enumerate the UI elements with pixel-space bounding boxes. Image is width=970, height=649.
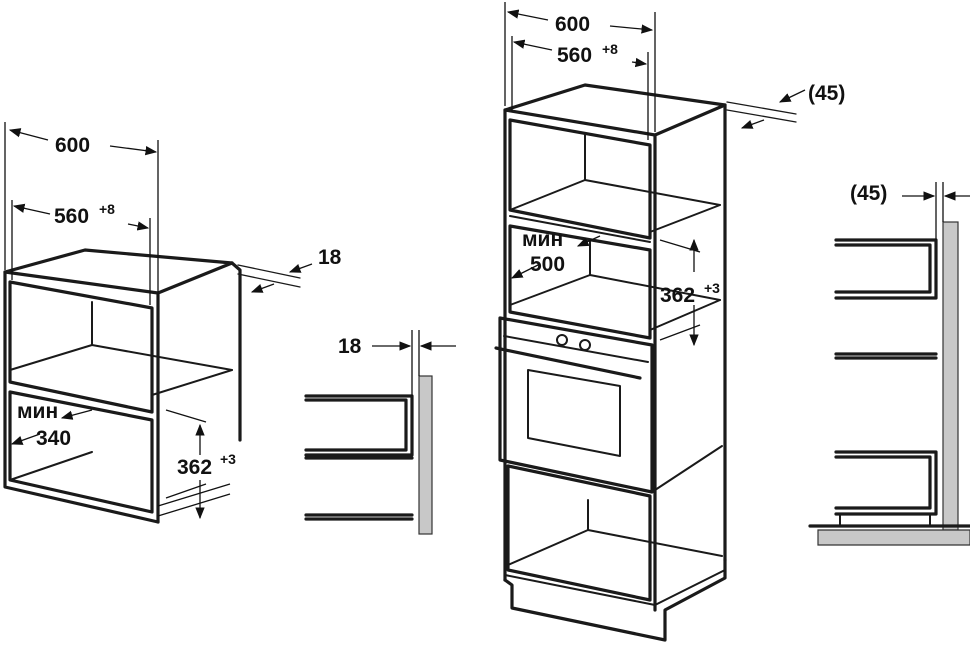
- left-inner-label: 560: [54, 205, 89, 228]
- left-height-label: 362: [177, 456, 212, 479]
- left-height-tolerance: +3: [220, 451, 236, 467]
- tall-inner-tolerance: +8: [602, 41, 618, 57]
- left-min-word: мин: [17, 400, 58, 423]
- left-min-depth: 340: [36, 427, 71, 450]
- left-width-label: 600: [55, 134, 90, 157]
- right-gap-label: (45): [850, 182, 887, 205]
- tall-inner-label: 560: [557, 44, 592, 67]
- tall-height-tolerance: +3: [704, 280, 720, 296]
- tall-cabinet: [494, 83, 797, 642]
- tall-gap-label: (45): [808, 82, 845, 105]
- tall-height-label: 362: [660, 284, 695, 307]
- left-inner-tolerance: +8: [99, 201, 115, 217]
- tall-dimensions: [504, 2, 806, 347]
- tall-width-label: 600: [555, 13, 590, 36]
- side-panel-label: 18: [338, 335, 362, 358]
- left-panel-label: 18: [318, 246, 342, 269]
- side-section: [304, 330, 456, 535]
- labels: 600 560 +8 18 мин 340 362 +3 18 600 560 …: [17, 13, 887, 479]
- left-cabinet: [3, 248, 301, 524]
- tall-min-depth: 500: [530, 253, 565, 276]
- left-dimensions: [4, 122, 313, 520]
- tall-min-word: мин: [522, 228, 563, 251]
- right-section: [808, 182, 970, 546]
